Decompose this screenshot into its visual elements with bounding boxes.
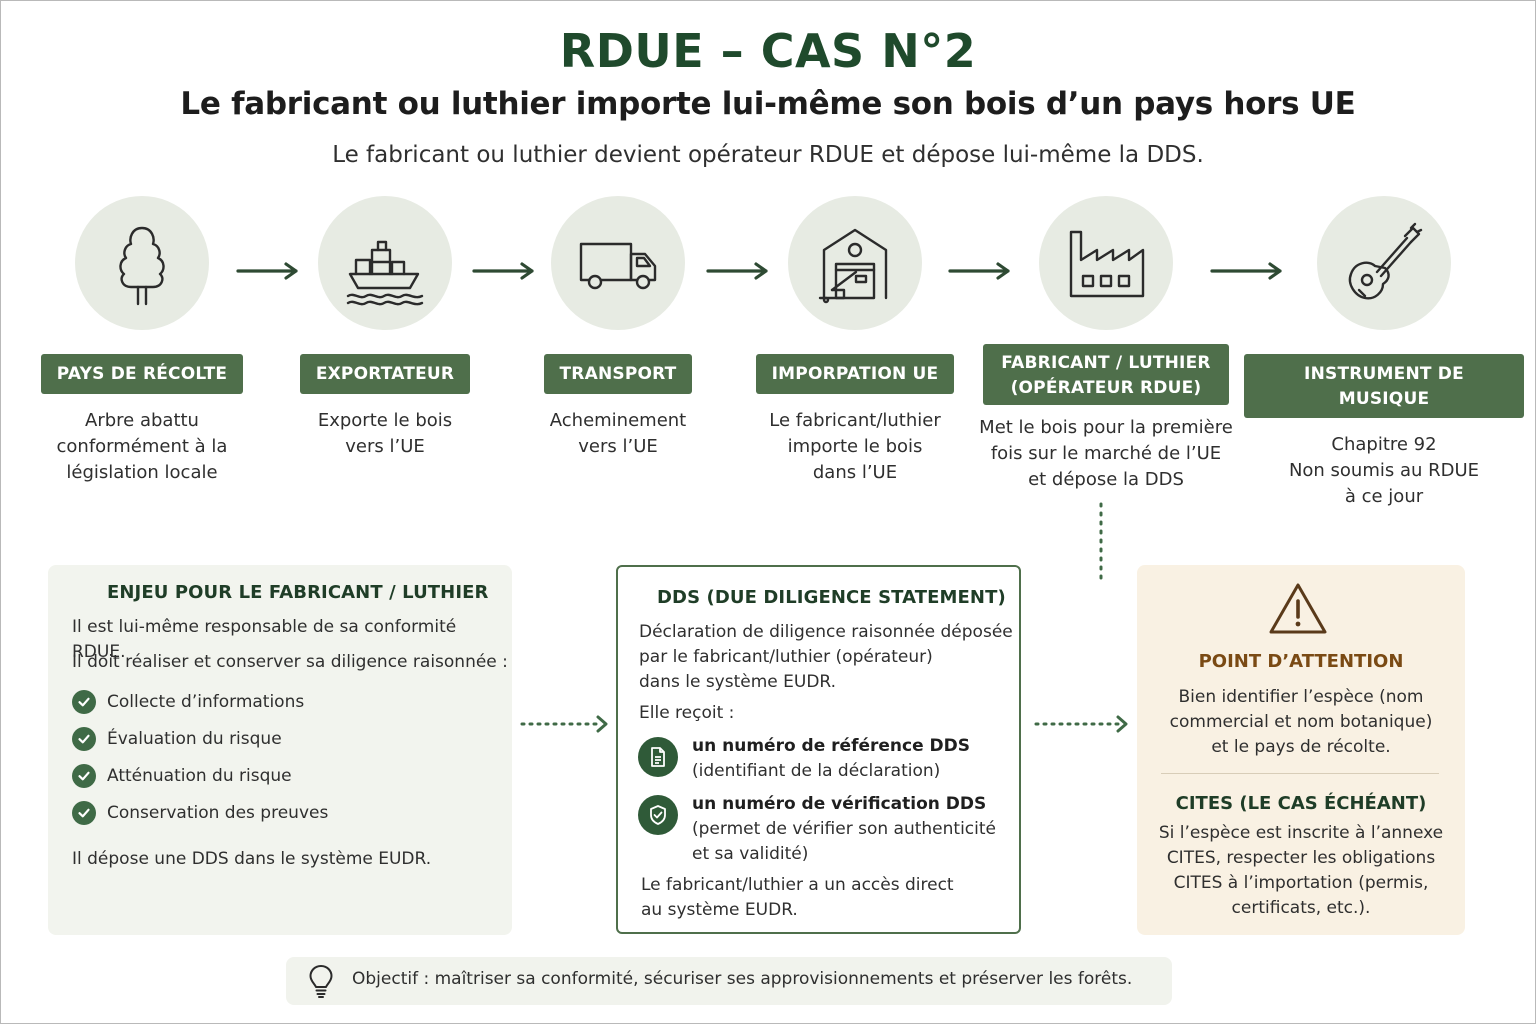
page-subtitle: Le fabricant ou luthier importe lui-même… [180,86,1356,122]
dotted-arrow-icon [1034,715,1128,733]
attention-text: Bien identifier l’espèce (nom commercial… [1169,687,1433,757]
step-transport: TRANSPORT Acheminement vers l’UE [488,196,748,460]
enjeu-panel: ENJEU POUR LE FABRICANT / LUTHIER Il est… [48,565,512,935]
lightbulb-icon [309,965,333,998]
step-instrument-de-musique: INSTRUMENT DE MUSIQUE Chapitre 92 Non so… [1244,196,1524,510]
warehouse-icon [818,228,888,304]
step-circle [788,196,922,330]
dds-panel: DDS (DUE DILIGENCE STATEMENT) Déclaratio… [616,565,1021,934]
enjeu-heading: ENJEU POUR LE FABRICANT / LUTHIER [107,582,489,603]
checklist-item: Conservation des preuves [72,801,328,825]
step-label: PAYS DE RÉCOLTE [40,354,244,394]
step-exportateur: EXPORTATEUR Exporte le bois vers l’UE [255,196,515,460]
step-circle [318,196,452,330]
step-label: FABRICANT / LUTHIER (OPÉRATEUR RDUE) [983,344,1229,406]
attention-heading: POINT D’ATTENTION [1198,651,1404,672]
dds-receives: Elle reçoit : [639,703,735,723]
objective-text: Objectif : maîtriser sa conformité, sécu… [352,969,1133,989]
checklist-item: Évaluation du risque [72,727,282,751]
step-fabricant-luthier: FABRICANT / LUTHIER (OPÉRATEUR RDUE) Met… [956,196,1256,493]
divider [1161,773,1439,774]
check-icon [72,801,96,825]
step-label: EXPORTATEUR [299,354,471,394]
checklist-item: Collecte d’informations [72,690,304,714]
dds-footer: Le fabricant/luthier a un accès direct a… [641,875,954,920]
flow-arrow-icon [948,262,1010,280]
enjeu-footer: Il dépose une DDS dans le système EUDR. [72,849,432,869]
cargo-ship-icon [346,240,424,306]
truck-icon [579,242,657,290]
dotted-connector [1099,502,1103,582]
attention-panel: POINT D’ATTENTION Bien identifier l’espè… [1137,565,1465,935]
cites-heading: CITES (LE CAS ÉCHÉANT) [1175,793,1427,814]
objective-bar: Objectif : maîtriser sa conformité, sécu… [286,957,1172,1005]
guitar-icon [1348,222,1423,300]
step-circle [1039,196,1173,330]
checklist-item: Atténuation du risque [72,764,292,788]
flow-arrow-icon [472,262,534,280]
step-label: IMPORPATION UE [755,354,955,394]
flow-arrow-icon [236,262,298,280]
document-icon [638,737,678,777]
check-icon [72,690,96,714]
check-icon [72,764,96,788]
warning-icon [1269,583,1327,634]
check-icon [72,727,96,751]
tree-icon [119,226,165,306]
dds-intro: Déclaration de diligence raisonnée dépos… [639,622,1013,692]
step-pays-de-recolte: PAYS DE RÉCOLTE Arbre abattu conformémen… [12,196,272,486]
dds-reference: un numéro de référence DDS (identifiant … [692,736,971,781]
dotted-arrow-icon [520,715,608,733]
cites-text: Si l’espèce est inscrite à l’annexe CITE… [1158,823,1444,918]
flow-arrow-icon [706,262,768,280]
step-circle [551,196,685,330]
step-description: Le fabricant/luthier importe le bois dan… [769,409,941,483]
dds-heading: DDS (DUE DILIGENCE STATEMENT) [657,587,1006,608]
step-description: Acheminement vers l’UE [549,409,687,457]
flow-arrow-icon [1210,262,1282,280]
step-circle [75,196,209,330]
step-circle [1317,196,1451,330]
factory-icon [1069,230,1145,298]
step-description: Chapitre 92 Non soumis au RDUE à ce jour [1288,434,1480,508]
enjeu-line-2: Il doit réaliser et conserver sa diligen… [72,652,508,672]
page-tagline: Le fabricant ou luthier devient opérateu… [332,142,1204,168]
page-title: RDUE – CAS N°2 [559,24,977,78]
dds-verification: un numéro de vérification DDS (permet de… [692,794,996,864]
shield-check-icon [638,795,678,835]
step-description: Arbre abattu conformément à la législati… [56,409,228,483]
step-label: INSTRUMENT DE MUSIQUE [1244,354,1524,419]
step-description: Met le bois pour la première fois sur le… [979,417,1233,491]
enjeu-line-1: Il est lui-même responsable de sa confor… [72,617,457,662]
step-importation-ue: IMPORPATION UE Le fabricant/luthier impo… [725,196,985,486]
step-label: TRANSPORT [543,354,693,394]
step-description: Exporte le bois vers l’UE [317,409,453,457]
